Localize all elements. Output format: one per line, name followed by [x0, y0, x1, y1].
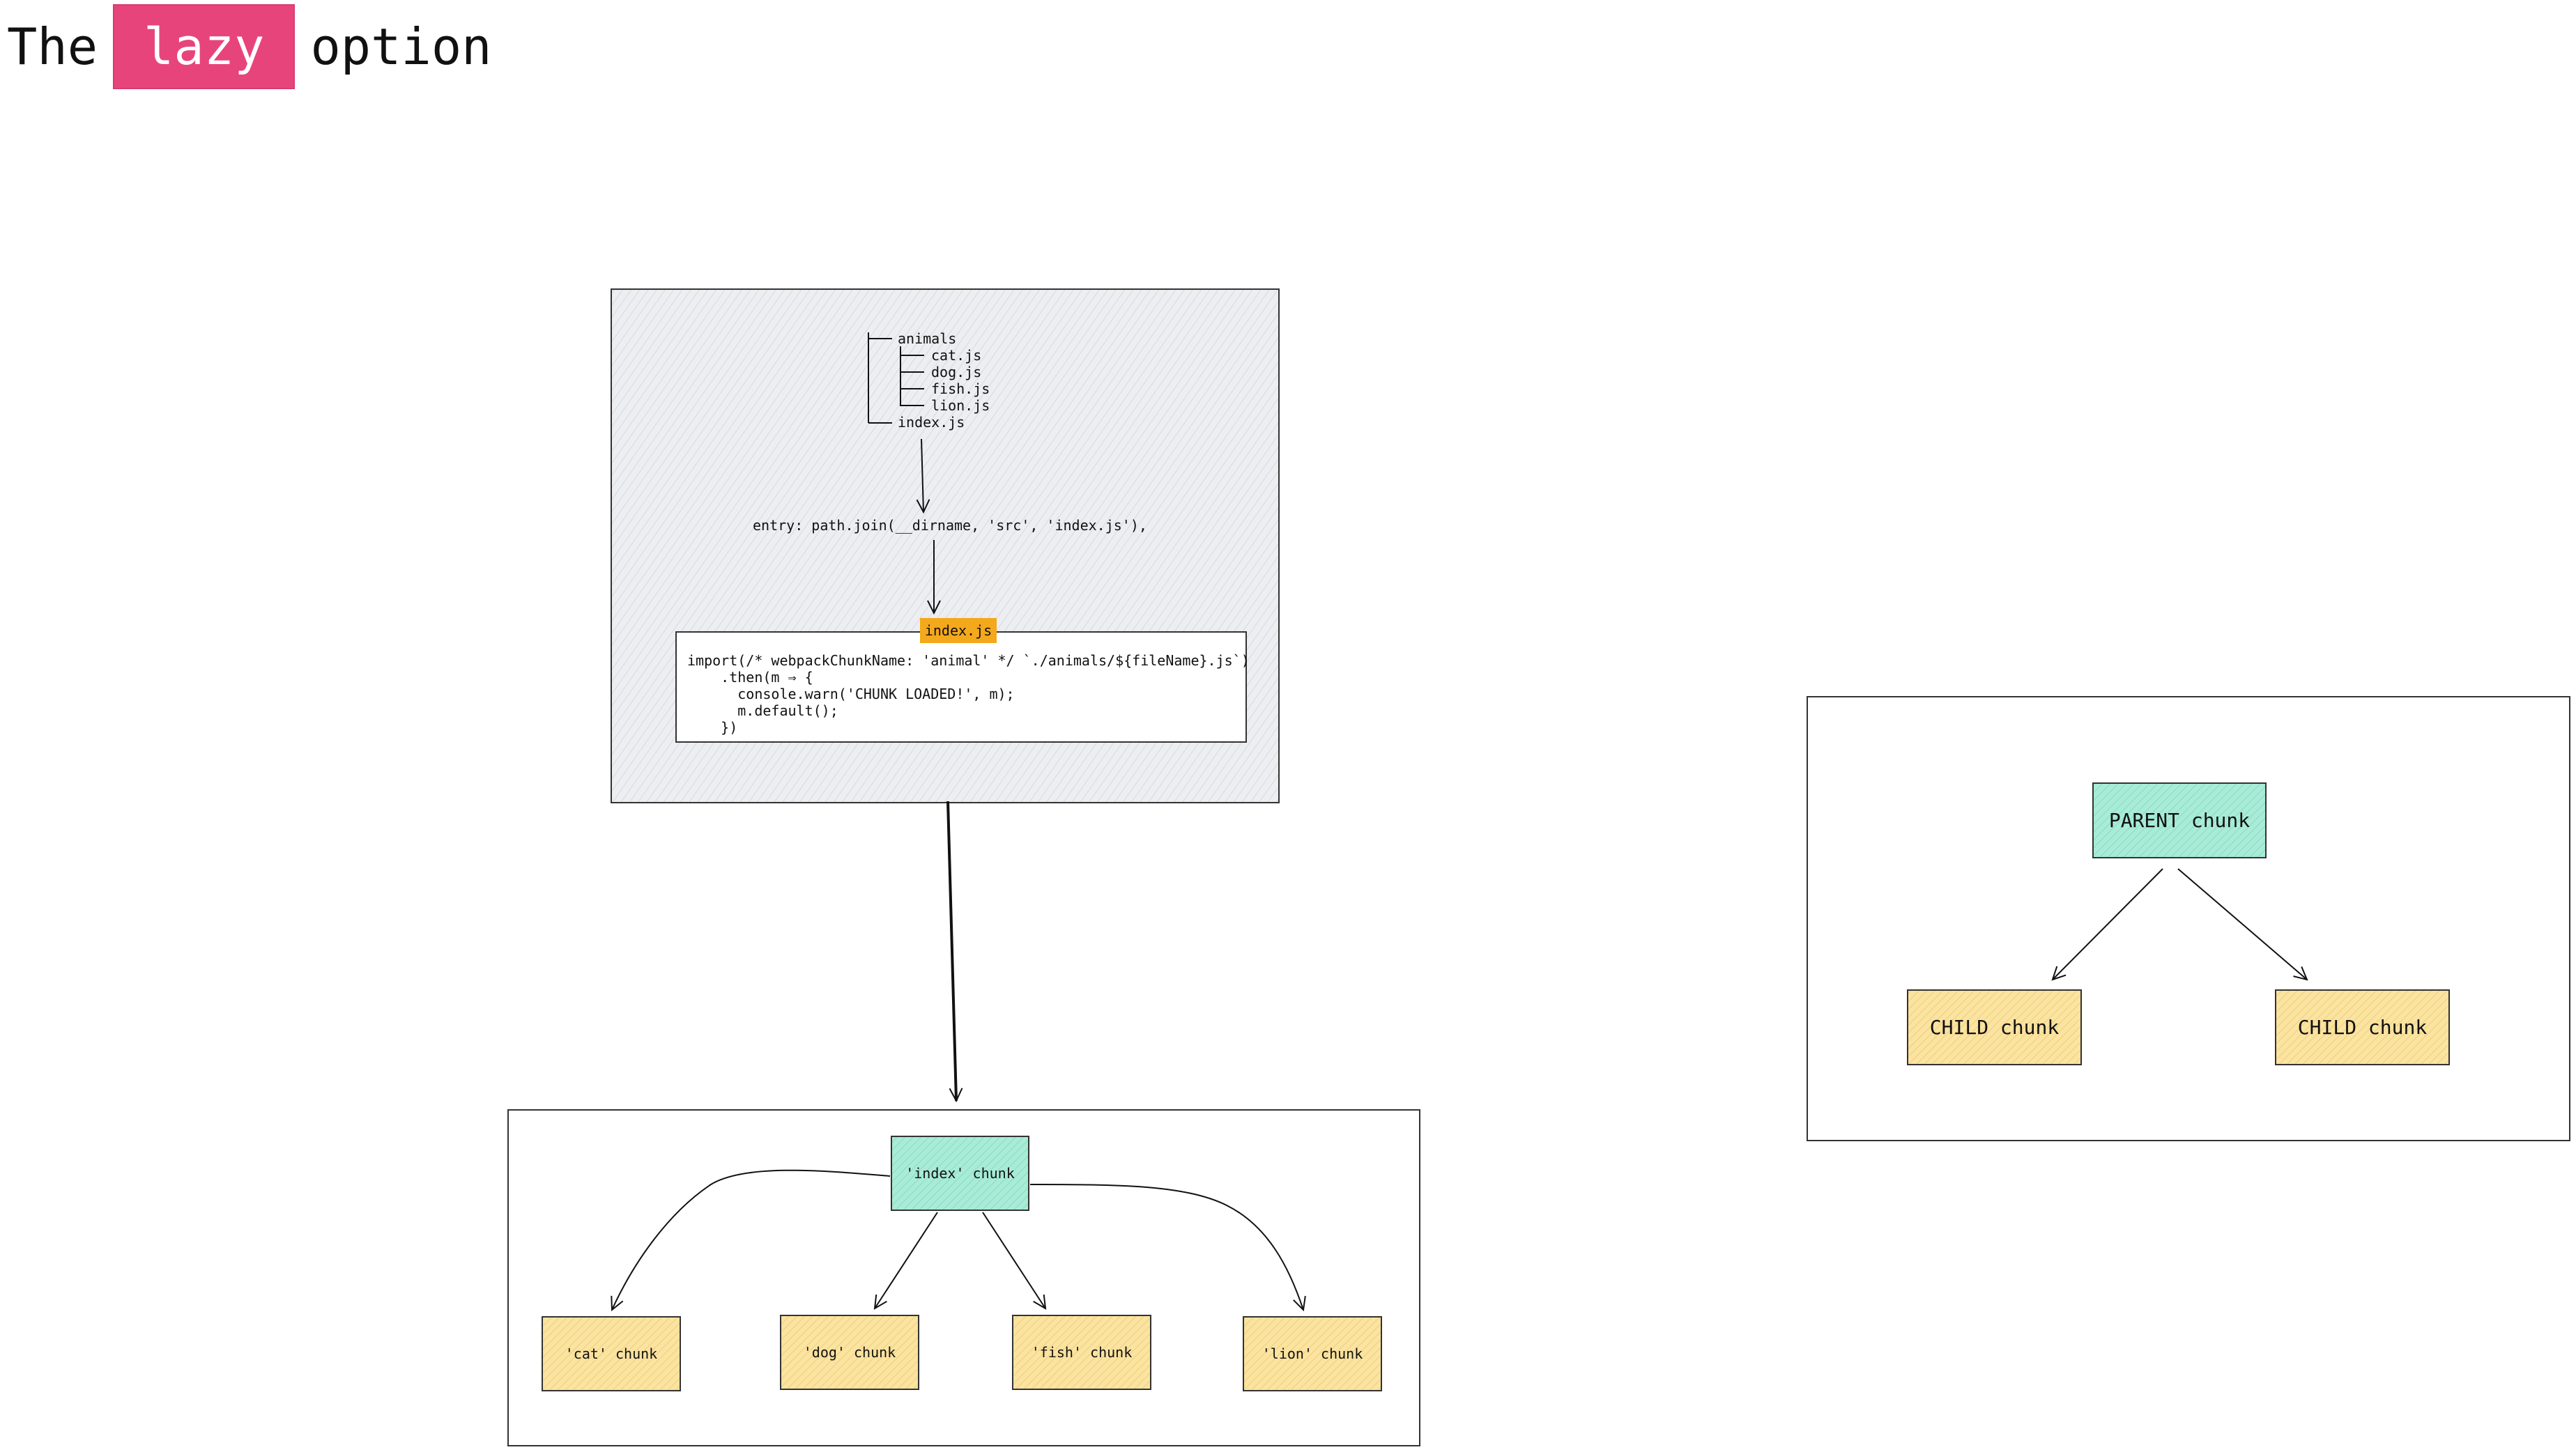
title-prefix: The: [7, 17, 98, 76]
parent-chunk-box: [2092, 782, 2267, 858]
fish-chunk-box: [1012, 1315, 1151, 1390]
dog-chunk-label: 'dog' chunk: [803, 1344, 896, 1361]
tree-file-index: index.js: [898, 414, 965, 431]
code-tab-label: index.js: [924, 622, 992, 639]
entry-config-line: entry: path.join(__dirname, 'src', 'inde…: [753, 517, 1147, 534]
arrow-index-to-dog: [875, 1212, 938, 1308]
index-chunk-label: 'index' chunk: [905, 1165, 1015, 1182]
arrow-tree-to-entry: [921, 438, 923, 512]
tree-file-fish: fish.js: [931, 380, 990, 397]
cat-chunk-label: 'cat' chunk: [565, 1345, 658, 1362]
code-line: m.default();: [687, 702, 838, 719]
title-highlight-badge: lazy: [113, 4, 296, 89]
child-chunk-box-left: [1907, 989, 2082, 1065]
arrow-index-to-fish: [982, 1212, 1045, 1308]
arrow-parent-to-child-left: [2053, 868, 2163, 980]
tree-file-cat: cat.js: [931, 347, 982, 364]
arrow-index-to-cat: [612, 1169, 891, 1310]
code-tab: [920, 618, 997, 643]
index-chunk-box: [891, 1136, 1029, 1211]
child-chunk-label-right: CHILD chunk: [2297, 1016, 2428, 1039]
chunks-panel-right: [1807, 696, 2570, 1141]
child-chunk-box-right: [2275, 989, 2450, 1065]
lion-chunk-label: 'lion' chunk: [1262, 1345, 1363, 1362]
code-box: [675, 631, 1247, 743]
parent-chunk-label: PARENT chunk: [2108, 809, 2251, 832]
child-chunk-label-left: CHILD chunk: [1929, 1016, 2060, 1039]
arrow-build-output: [946, 801, 956, 1101]
tree-file-dog: dog.js: [931, 364, 982, 380]
tree-file-lion: lion.js: [931, 397, 990, 414]
page-title: The lazy option: [7, 4, 492, 89]
tree-folder-animals: animals: [898, 330, 957, 347]
tree-guides: [868, 332, 924, 424]
arrow-parent-to-child-right: [2177, 868, 2307, 980]
code-line: }): [687, 719, 738, 736]
arrow-index-to-lion: [1029, 1184, 1303, 1310]
lion-chunk-box: [1243, 1316, 1382, 1391]
code-line: console.warn('CHUNK LOADED!', m);: [687, 686, 1015, 702]
title-suffix: option: [310, 17, 492, 76]
dog-chunk-box: [780, 1315, 919, 1390]
code-line: .then(m ⇒ {: [687, 669, 813, 686]
cat-chunk-box: [542, 1316, 681, 1391]
fish-chunk-label: 'fish' chunk: [1031, 1344, 1133, 1361]
code-line: import(/* webpackChunkName: 'animal' */ …: [687, 652, 1250, 669]
